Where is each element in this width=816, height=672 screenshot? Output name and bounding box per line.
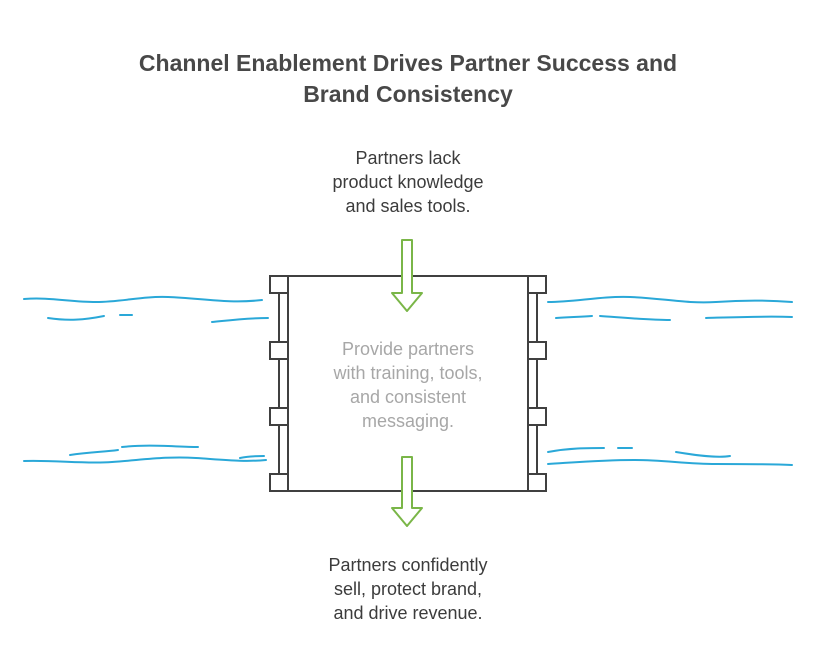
outcome-line: and drive revenue. bbox=[333, 603, 483, 623]
arrow-down-top bbox=[391, 239, 423, 312]
water-waves-left bbox=[23, 295, 269, 464]
water-wave bbox=[23, 295, 263, 304]
bracket bbox=[269, 473, 289, 492]
bracket bbox=[269, 341, 289, 360]
problem-line: and sales tools. bbox=[345, 196, 471, 216]
bracket bbox=[269, 275, 289, 294]
water-wave bbox=[675, 451, 731, 458]
left-brackets bbox=[269, 275, 289, 492]
problem-line: Partners lack bbox=[355, 148, 461, 168]
water-wave bbox=[69, 449, 119, 456]
outcome-text: Partners confidently sell, protect brand… bbox=[286, 553, 530, 625]
water-wave bbox=[547, 447, 605, 453]
outcome-line: Partners confidently bbox=[328, 555, 488, 575]
right-brackets bbox=[527, 275, 547, 492]
bracket bbox=[527, 275, 547, 294]
bracket bbox=[269, 407, 289, 426]
bracket bbox=[527, 407, 547, 426]
water-wave bbox=[121, 444, 199, 448]
bracket bbox=[527, 341, 547, 360]
water-wave bbox=[47, 315, 105, 321]
solution-line: and consistent bbox=[349, 387, 467, 407]
diagram-title: Channel Enablement Drives Partner Succes… bbox=[138, 50, 678, 107]
water-wave bbox=[599, 315, 671, 321]
solution-line: messaging. bbox=[361, 411, 455, 431]
arrow-down-bottom bbox=[391, 456, 423, 527]
water-wave bbox=[23, 456, 267, 464]
water-wave bbox=[705, 315, 793, 319]
bracket bbox=[527, 473, 547, 492]
water-wave bbox=[555, 315, 593, 319]
solution-line: with training, tools, bbox=[333, 363, 483, 383]
water-wave bbox=[547, 295, 793, 304]
problem-text: Partners lack product knowledge and sale… bbox=[300, 146, 516, 218]
water-wave bbox=[547, 458, 793, 466]
water-wave bbox=[211, 317, 269, 323]
water-wave bbox=[239, 455, 265, 459]
water-waves-right bbox=[547, 295, 793, 466]
center-box bbox=[287, 275, 529, 492]
outcome-line: sell, protect brand, bbox=[333, 579, 483, 599]
solution-line: Provide partners bbox=[341, 339, 475, 359]
problem-line: product knowledge bbox=[332, 172, 484, 192]
solution-text: Provide partners with training, tools, a… bbox=[298, 337, 518, 433]
